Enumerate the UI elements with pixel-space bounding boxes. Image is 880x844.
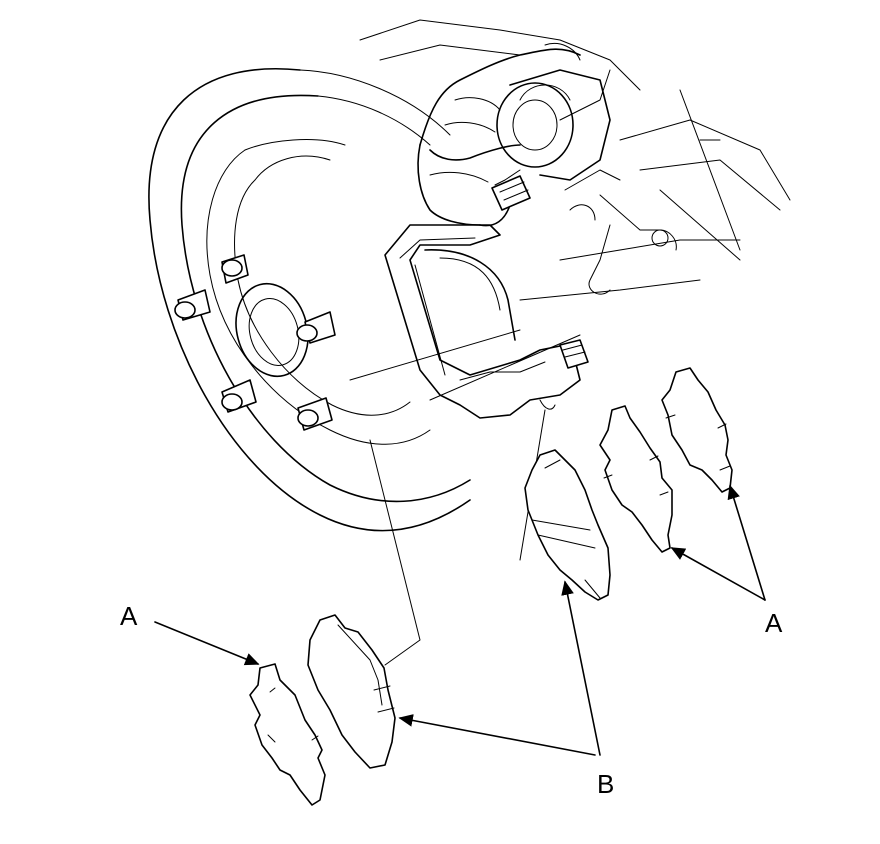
arrow-b-right — [561, 580, 601, 756]
arrow-a-right — [727, 484, 766, 601]
shim-left — [249, 663, 326, 806]
callout-b: B — [597, 769, 614, 799]
arrow-a-left — [154, 621, 260, 666]
arrow-a-middle — [670, 547, 766, 601]
brake-pad-left — [307, 614, 396, 769]
stud-4 — [221, 379, 257, 413]
stud-3 — [296, 311, 336, 344]
shim-middle — [599, 405, 673, 553]
stud-5 — [297, 397, 333, 431]
stud-2 — [174, 289, 211, 321]
callout-a-left: A — [120, 601, 138, 631]
caliper-bracket — [384, 224, 589, 419]
callout-a-right: A — [765, 608, 783, 638]
callout-arrows — [154, 484, 766, 756]
brake-pad-right — [524, 449, 611, 601]
wheel-studs — [174, 254, 336, 431]
stud-1 — [221, 254, 249, 284]
caliper-body — [491, 69, 611, 211]
suspension-background — [359, 19, 791, 301]
shim-right — [661, 367, 733, 493]
arrow-b-left — [398, 714, 596, 756]
